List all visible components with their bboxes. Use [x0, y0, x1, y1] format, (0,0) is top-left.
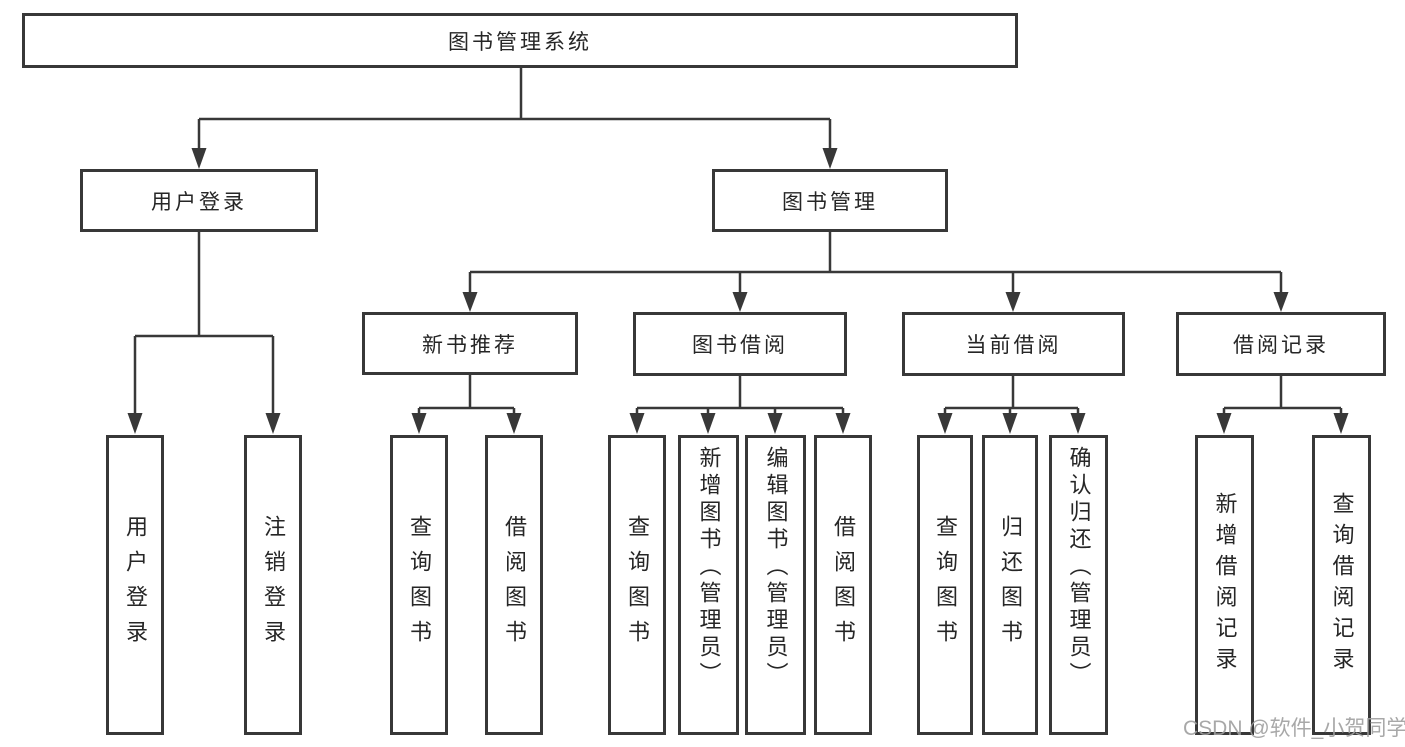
leaf-query-books-current-label: 查询图书 [933, 515, 958, 655]
leaf-borrow-books-recommend-label: 借阅图书 [502, 515, 527, 655]
connector-line [197, 68, 832, 150]
arrowheads [127, 148, 1349, 434]
leaf-query-books-recommend: 查询图书 [390, 435, 448, 735]
leaf-borrow-books-borrowing-label: 借阅图书 [831, 515, 856, 655]
connector-line [468, 232, 1283, 294]
leaf-add-borrow-record-label: 新增借阅记录 [1212, 492, 1238, 678]
leaf-edit-books-admin-label: 编辑图书（管理员） [763, 446, 789, 689]
node-book-borrowing: 图书借阅 [633, 312, 847, 376]
leaf-user-login-label: 用户登录 [123, 515, 148, 655]
leaf-confirm-return-admin-label: 确认归还（管理员） [1066, 446, 1092, 689]
node-book-management-label: 图书管理 [782, 190, 878, 214]
node-current-borrowing: 当前借阅 [902, 312, 1125, 376]
leaf-query-borrow-record-label: 查询借阅记录 [1329, 492, 1355, 678]
csdn-watermark: CSDN @软件_小贺同学 [1183, 717, 1405, 740]
node-borrowing-records: 借阅记录 [1176, 312, 1386, 376]
leaf-add-books-admin-label: 新增图书（管理员） [696, 446, 722, 689]
connector-line [417, 375, 1343, 416]
node-library-system: 图书管理系统 [22, 13, 1018, 68]
node-current-borrowing-label: 当前借阅 [965, 334, 1062, 357]
node-user-login-label: 用户登录 [151, 190, 247, 214]
connector-line [133, 232, 275, 415]
leaf-confirm-return-admin: 确认归还（管理员） [1049, 435, 1108, 735]
leaf-query-books-current: 查询图书 [917, 435, 973, 735]
node-new-book-recommend: 新书推荐 [362, 312, 578, 375]
leaf-query-books-borrowing: 查询图书 [608, 435, 666, 735]
leaf-borrow-books-borrowing: 借阅图书 [814, 435, 872, 735]
leaf-user-login: 用户登录 [106, 435, 164, 735]
node-user-login: 用户登录 [80, 169, 318, 232]
leaf-query-books-borrowing-label: 查询图书 [625, 515, 650, 655]
leaf-logout-login: 注销登录 [244, 435, 302, 735]
leaf-return-books-label: 归还图书 [998, 515, 1023, 655]
leaf-add-books-admin: 新增图书（管理员） [678, 435, 739, 735]
leaf-add-borrow-record: 新增借阅记录 [1195, 435, 1254, 735]
node-library-system-label: 图书管理系统 [448, 30, 592, 54]
leaf-logout-login-label: 注销登录 [261, 515, 286, 655]
node-book-borrowing-label: 图书借阅 [692, 334, 788, 357]
node-book-management: 图书管理 [712, 169, 948, 232]
node-new-book-recommend-label: 新书推荐 [422, 333, 518, 357]
leaf-edit-books-admin: 编辑图书（管理员） [745, 435, 806, 735]
leaf-query-borrow-record: 查询借阅记录 [1312, 435, 1371, 735]
leaf-borrow-books-recommend: 借阅图书 [485, 435, 543, 735]
leaf-return-books: 归还图书 [982, 435, 1038, 735]
leaf-query-books-recommend-label: 查询图书 [407, 515, 432, 655]
node-borrowing-records-label: 借阅记录 [1233, 334, 1329, 357]
